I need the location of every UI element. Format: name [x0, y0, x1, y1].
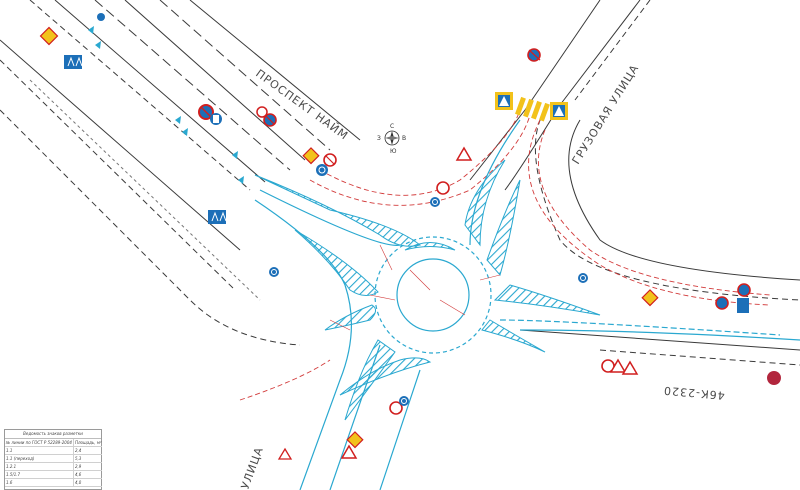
design-boundaries — [239, 109, 771, 401]
marking-legend-table: Ведомость знаков разметки № линии по ГОС… — [4, 429, 103, 490]
roundabout-sign-icon — [399, 396, 409, 406]
legend-table: № линии по ГОСТ Р 52289-2004 Площадь, м²… — [5, 439, 103, 487]
legend-header-cell: Площадь, м² — [73, 439, 103, 447]
no-stopping-sign-icon — [198, 104, 214, 120]
roundabout-sign-icon — [97, 13, 105, 21]
compass-icon: С Ю В З — [377, 123, 406, 155]
street-label-bottom: УЛИЦА — [239, 445, 266, 490]
legend-cell: 2,9 — [73, 462, 103, 471]
no-entry-sign-icon — [210, 113, 222, 125]
compass-west: З — [377, 135, 381, 142]
lane-arrows — [88, 26, 244, 184]
hatched-islands — [254, 159, 601, 421]
roundabout-sign-icon — [430, 197, 440, 207]
no-stopping-sign-icon — [737, 283, 751, 297]
road-code-label: 46К-2320 — [663, 384, 726, 402]
dimension-marks — [329, 244, 501, 331]
legend-header-cell: № линии по ГОСТ Р 52289-2004 — [5, 439, 74, 447]
legend-cell: 5,3 — [73, 454, 103, 463]
no-entry-sign-icon — [527, 48, 541, 62]
table-row: 1.1 2,4 — [5, 446, 103, 455]
no-stopping-sign-icon — [323, 153, 337, 167]
legend-cell: 1.1 — [5, 446, 74, 455]
roundabout-sign-icon — [578, 273, 588, 283]
table-row: 1.1 (переход) 5,3 — [5, 454, 103, 463]
compass-east: В — [402, 135, 406, 142]
legend-header-row: № линии по ГОСТ Р 52289-2004 Площадь, м² — [5, 439, 103, 447]
legend-cell: 1.5/1.7 — [5, 470, 74, 479]
lane-direction-sign-icon — [64, 55, 83, 69]
legend-cell: 4,0 — [73, 478, 103, 487]
roundabout-sign-icon — [316, 164, 328, 176]
priority-sign-icon — [302, 147, 320, 165]
priority-sign-icon — [641, 289, 659, 307]
legend-cell: 1.6 — [5, 478, 74, 487]
compass-north: С — [390, 123, 394, 130]
no-stopping-sign-icon — [715, 296, 729, 310]
table-row: 1.2.1 2,9 — [5, 462, 103, 471]
table-row: 1.6 4,0 — [5, 478, 103, 487]
no-entry-sign-icon — [389, 401, 403, 415]
roundabout-sign-icon — [269, 267, 279, 277]
legend-cell: 1.2.1 — [5, 462, 74, 471]
legend-cell: 1.1 (переход) — [5, 454, 74, 463]
table-row: 1.5/1.7 4,6 — [5, 470, 103, 479]
give-way-sign-icon — [621, 360, 639, 375]
crosswalk-stripes — [515, 96, 550, 122]
priority-sign-icon — [39, 26, 59, 46]
bus-stop-sign-icon — [767, 371, 781, 385]
priority-sign-icon — [346, 431, 364, 449]
no-stopping-sign-icon — [256, 106, 268, 118]
legend-title: Ведомость знаков разметки — [5, 430, 101, 439]
prospekt-road-lines — [0, 0, 361, 346]
legend-cell: 2,4 — [73, 446, 103, 455]
legend-cell: 4,6 — [73, 470, 103, 479]
street-label-prospekt: ПРОСПЕКТ НАЙМ — [253, 67, 350, 143]
give-way-sign-icon — [455, 146, 473, 161]
no-entry-sign-icon — [436, 181, 450, 195]
give-way-sign-icon — [277, 447, 293, 460]
give-way-sign-icon — [340, 444, 358, 459]
no-stopping-sign-icon — [263, 113, 277, 127]
crosswalk-sign-icon — [495, 92, 513, 110]
lane-direction-sign-icon — [208, 210, 227, 224]
give-way-sign-icon — [609, 358, 627, 373]
crosswalk-sign-icon — [550, 102, 568, 120]
lane-direction-sign-icon — [737, 298, 749, 313]
compass-south: Ю — [390, 148, 397, 155]
